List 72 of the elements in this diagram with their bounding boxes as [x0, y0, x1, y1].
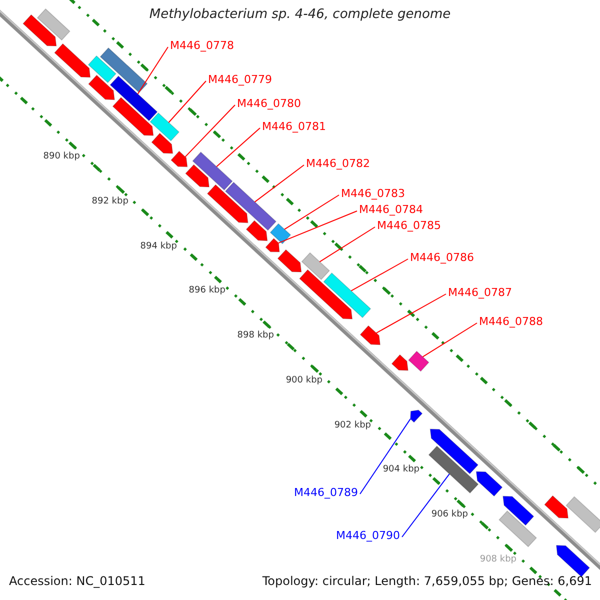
gene-feature-bar — [150, 112, 180, 142]
scale-label: 906 kbp — [431, 508, 468, 522]
gene-feature-bar — [110, 76, 158, 122]
gene-label: M446_0779 — [208, 73, 272, 86]
gene-label: M446_0790 — [336, 529, 400, 542]
leader-line — [422, 322, 478, 358]
leader-line — [402, 473, 450, 538]
leader-line — [278, 210, 358, 244]
gene-feature-bar — [556, 544, 590, 578]
scale-label: 890 kbp — [43, 150, 80, 164]
gene-feature-bar — [192, 152, 233, 191]
scale-label: 908 kbp — [480, 553, 517, 566]
gene-feature-bar — [277, 249, 302, 272]
scale-label: 904 kbp — [382, 464, 420, 477]
gene-feature-bar — [170, 150, 188, 168]
scale-label: 892 kbp — [92, 195, 128, 208]
gene-feature-bar — [36, 8, 70, 41]
leader-line — [216, 128, 260, 168]
gene-label: M446_0780 — [237, 97, 301, 110]
gene-feature-bar — [224, 182, 277, 231]
scale-label: 894 kbp — [140, 240, 177, 254]
title: Methylobacterium sp. 4-46, complete genome — [148, 8, 452, 21]
gene-label: M446_0783 — [341, 187, 405, 200]
gene-label: M446_0787 — [448, 286, 512, 299]
gene-feature-bar — [323, 272, 372, 318]
leader-line — [319, 226, 376, 262]
gene-feature-bar — [408, 350, 430, 372]
gene-feature-bar — [428, 446, 479, 494]
gene-feature-bar — [410, 410, 423, 423]
gene-feature-bar — [88, 55, 116, 84]
scale-label: 898 kbp — [237, 330, 274, 343]
leader-line — [254, 164, 304, 202]
gene-feature-bar — [299, 269, 353, 320]
gene-feature-bar — [391, 354, 408, 371]
gene-feature-bar — [502, 496, 534, 526]
gene-feature-bar — [498, 510, 537, 548]
gene-label: M446_0784 — [359, 203, 423, 216]
gene-label: M446_0786 — [410, 251, 474, 264]
gene-feature-bar — [430, 428, 479, 474]
gene-feature-bar — [185, 164, 210, 188]
gene-feature-bar — [22, 14, 57, 46]
scale-label: 896 kbp — [188, 284, 226, 298]
gene-feature-bar — [54, 43, 91, 78]
gene-label: M446_0788 — [479, 315, 543, 328]
gene-label: M446_0789 — [294, 486, 358, 499]
gene-feature-bar — [151, 132, 174, 154]
gene-feature-bar — [112, 96, 154, 136]
footer-text: Topology: circular; Length: 7,659,055 bp; Genes: 6,691 — [262, 575, 592, 588]
gene-feature-bar — [476, 471, 503, 497]
footer-text: Accession: NC_010511 — [9, 575, 146, 588]
gene-feature-bar — [88, 74, 115, 100]
gene-label: M446_0781 — [262, 120, 326, 133]
gene-feature-bar — [270, 223, 292, 244]
leader-line — [360, 418, 411, 494]
scale-label: 902 kbp — [334, 419, 371, 432]
leader-line — [184, 104, 236, 158]
leader-line — [350, 258, 408, 292]
gene-feature-bar — [544, 495, 569, 519]
scale-label: 900 kbp — [286, 374, 322, 388]
gene-label: M446_0785 — [377, 219, 441, 232]
gene-feature-bar — [206, 184, 248, 224]
gene-feature-bar — [566, 496, 600, 533]
gene-feature-bar — [100, 47, 148, 94]
gene-feature-bar — [246, 220, 268, 242]
gene-label: M446_0778 — [170, 39, 234, 52]
gene-label: M446_0782 — [306, 157, 370, 170]
gene-feature-bar — [265, 238, 280, 252]
leader-line — [284, 194, 340, 230]
leader-line — [376, 294, 446, 334]
gene-feature-bar — [301, 252, 330, 280]
leader-line — [168, 80, 206, 123]
gene-feature-bar — [360, 325, 381, 346]
